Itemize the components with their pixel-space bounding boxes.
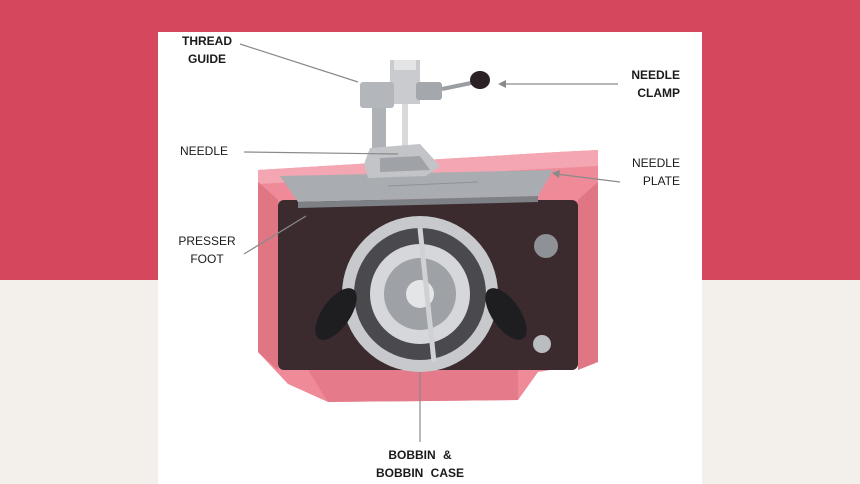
thread-guide-leader: [239, 43, 359, 83]
needle-plate-leader: [555, 173, 621, 183]
needle-leader: [243, 151, 399, 155]
thread-guide-label: THREAD GUIDE: [182, 34, 232, 66]
needle-assembly: [360, 60, 490, 178]
diagram-card: THREAD GUIDE NEEDLE CLAMP NEEDLE NEEDLE …: [158, 32, 702, 484]
needle-label: NEEDLE: [180, 144, 229, 158]
needle-plate-arrow: [552, 170, 560, 178]
sewing-machine-illustration: [239, 43, 621, 442]
needle-clamp-arrow: [498, 80, 506, 88]
needle-clamp-label: NEEDLE CLAMP: [631, 68, 680, 100]
bobbin-case-part: [315, 216, 558, 372]
bobbin-label: BOBBIN & BOBBIN CASE: [375, 448, 464, 480]
needle-plate-part: [280, 170, 553, 208]
needle-plate-label: NEEDLE PLATE: [631, 156, 680, 188]
presser-foot-leader: [243, 215, 307, 255]
presser-foot-label: PRESSER FOOT: [178, 234, 236, 266]
